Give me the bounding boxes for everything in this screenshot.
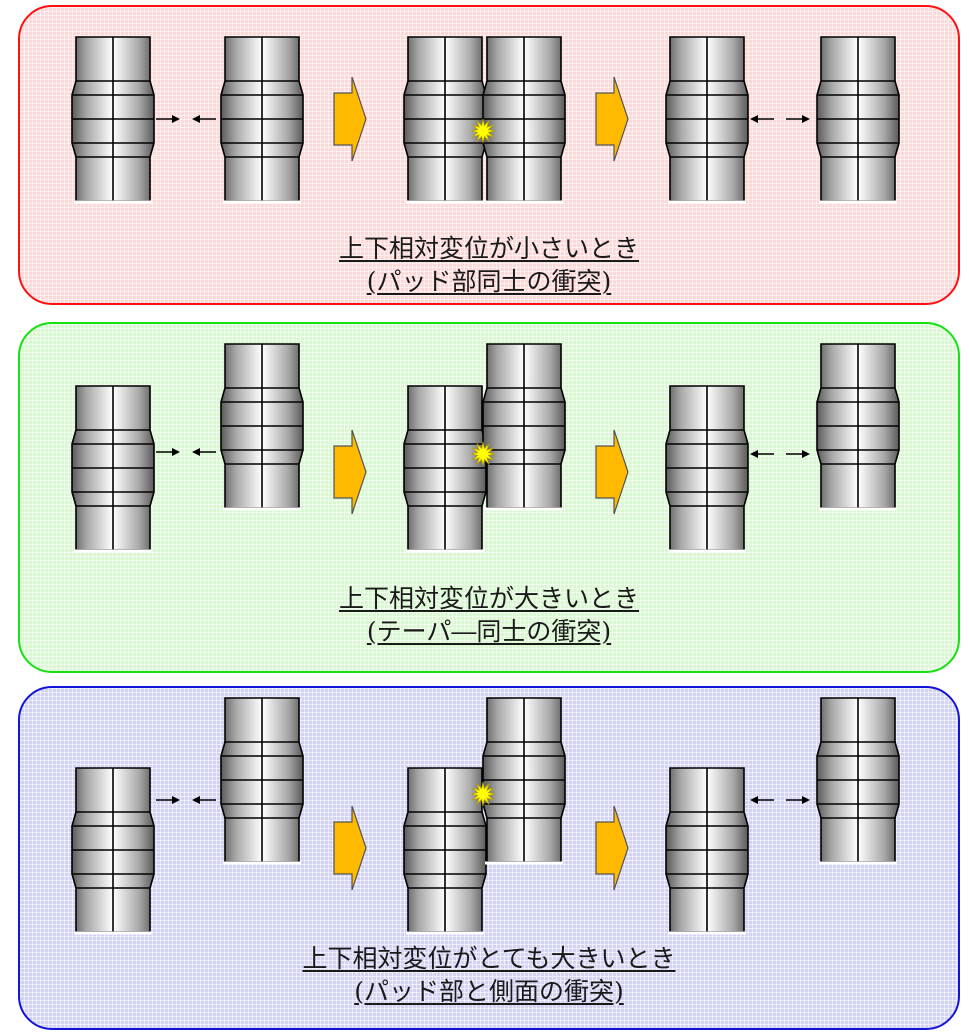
panel-2-caption: 上下相対変位が大きいとき (テーパ―同士の衝突) (20, 582, 958, 648)
arrow-head (192, 115, 200, 123)
separate-arrow-left (750, 450, 774, 458)
separate-arrow-left (750, 796, 774, 804)
arrow-head (802, 115, 810, 123)
panel-3-scene (71, 697, 900, 935)
approach-arrow-left (192, 115, 216, 123)
impact-star (470, 781, 496, 807)
separate-arrow-right (786, 450, 810, 458)
panel-1-caption-line1: 上下相対変位が小さいとき (338, 234, 639, 263)
column-left-impact (403, 385, 487, 553)
approach-arrow-right (156, 448, 180, 456)
impact-star (470, 441, 496, 467)
column-right-before (220, 343, 304, 511)
panel-3-caption-line2: (パッド部と側面の衝突) (354, 977, 624, 1006)
separate-arrow-right (786, 796, 810, 804)
separate-arrow-right (786, 115, 810, 123)
panel-1-scene (71, 36, 900, 204)
process-arrow-2 (595, 429, 629, 515)
arrow-head (802, 450, 810, 458)
column-left-after (665, 767, 749, 935)
column-left-before (71, 36, 155, 204)
arrow-head (802, 796, 810, 804)
column-right-before (220, 697, 304, 865)
process-arrow-2 (595, 76, 629, 162)
separate-arrow-left (750, 115, 774, 123)
column-left-before (71, 767, 155, 935)
process-arrow-1 (333, 429, 367, 515)
panel-1-caption-line2: (パッド部同士の衝突) (366, 267, 612, 296)
approach-arrow-right (156, 115, 180, 123)
column-left-impact (403, 36, 487, 204)
approach-arrow-left (192, 796, 216, 804)
arrow-head (750, 115, 758, 123)
panel-2-scene (71, 343, 900, 553)
arrow-head (172, 448, 180, 456)
column-left-impact (403, 767, 487, 935)
panel-very-large-displacement: 上下相対変位がとても大きいとき (パッド部と側面の衝突) (18, 686, 960, 1030)
process-arrow-2 (595, 805, 629, 891)
arrow-head (172, 115, 180, 123)
column-right-after (816, 36, 900, 204)
column-right-after (816, 697, 900, 865)
arrow-head (192, 448, 200, 456)
arrow-head (750, 450, 758, 458)
arrow-head (750, 796, 758, 804)
column-right-impact (482, 36, 566, 204)
process-arrow-1 (333, 76, 367, 162)
column-left-before (71, 385, 155, 553)
approach-arrow-left (192, 448, 216, 456)
process-arrow-1 (333, 805, 367, 891)
approach-arrow-right (156, 796, 180, 804)
panel-3-caption: 上下相対変位がとても大きいとき (パッド部と側面の衝突) (20, 942, 958, 1008)
panel-large-displacement: 上下相対変位が大きいとき (テーパ―同士の衝突) (18, 322, 960, 673)
column-right-impact (482, 697, 566, 865)
arrow-head (172, 796, 180, 804)
impact-star (470, 118, 496, 144)
panel-2-caption-line1: 上下相対変位が大きいとき (338, 584, 639, 613)
panel-3-caption-line1: 上下相対変位がとても大きいとき (302, 944, 676, 973)
panel-2-caption-line2: (テーパ―同士の衝突) (366, 617, 612, 646)
column-right-impact (482, 343, 566, 511)
column-left-after (665, 385, 749, 553)
column-left-after (665, 36, 749, 204)
column-right-before (220, 36, 304, 204)
column-right-after (816, 343, 900, 511)
arrow-head (192, 796, 200, 804)
panel-1-caption: 上下相対変位が小さいとき (パッド部同士の衝突) (20, 232, 958, 298)
panel-small-displacement: 上下相対変位が小さいとき (パッド部同士の衝突) (18, 5, 960, 305)
